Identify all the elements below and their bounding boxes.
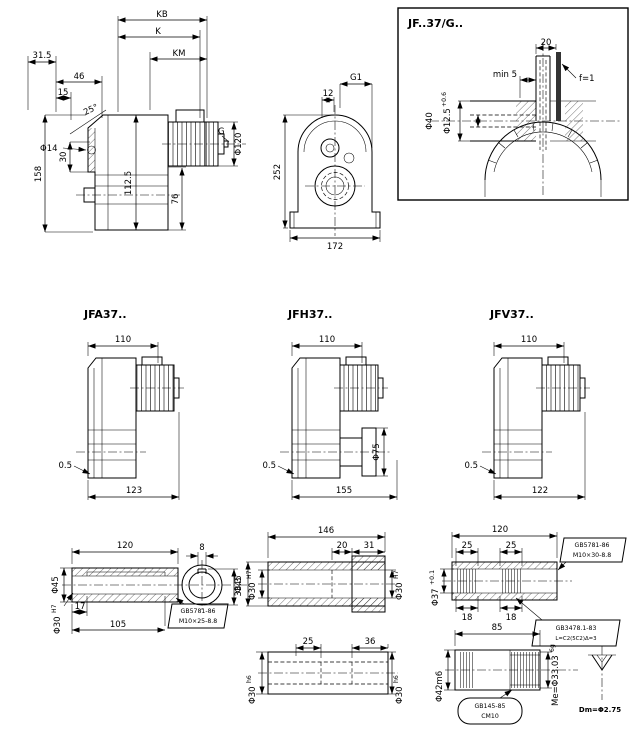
dim-g: G	[218, 127, 225, 137]
dim-phi30h6-h-left: Φ30	[248, 686, 258, 704]
flag-v-line1: GB5781-86	[575, 542, 610, 549]
dim-31-5: 31.5	[33, 51, 52, 61]
shaft-detail-h: 146 20 31 Φ30 H7 Φ45 Φ30 H7 25 36 Φ30 h6…	[234, 526, 405, 704]
dim-phi75-jfh: Φ75	[372, 443, 382, 461]
dim-155-jfh: 155	[336, 486, 352, 496]
dim-105-a: 105	[110, 620, 126, 630]
flag-a-line1: GB5781-86	[181, 608, 216, 615]
variant-label-jfh37: JFH37..	[287, 308, 332, 321]
dim-05-jfh: 0.5	[262, 461, 276, 471]
centre-hole-detail: Dm=Φ2.75	[579, 646, 621, 714]
dim-phi37-v-tol: +0.1	[429, 570, 436, 585]
dim-76: 76	[171, 194, 181, 205]
dim-158: 158	[34, 166, 44, 182]
dim-k: K	[155, 27, 161, 37]
dim-phi125-tol: +0.6	[441, 92, 448, 107]
variant-jfa37: JFA37.. 110 0.5 123	[58, 308, 184, 500]
dim-phi125: Φ12.5	[443, 108, 453, 134]
dim-33-3-a: 33.3	[234, 578, 244, 597]
dim-f1: f=1	[579, 74, 595, 84]
dim-min5: min 5	[493, 70, 517, 80]
variant-label-jfv37: JFV37..	[489, 308, 534, 321]
spline-flag-line1: GB3478.1-83	[556, 625, 597, 632]
bolt-flag-v: GB5781-86 M10×30-8.8	[557, 537, 627, 571]
dim-phi30h7-h-left: Φ30	[248, 582, 258, 600]
dim-phi30h7-h-right: Φ30	[395, 582, 405, 600]
dim-85-v: 85	[492, 623, 503, 633]
variant-label-jfa37: JFA37..	[83, 308, 127, 321]
dim-20-detail: 20	[541, 38, 552, 48]
dim-g1: G1	[350, 73, 362, 83]
detail-title: JF..37/G..	[407, 17, 463, 30]
dim-110-jfv: 110	[521, 335, 537, 345]
flag-v-line2: M10×30-8.8	[573, 552, 611, 559]
dim-phi30h7-h-right-tol: H7	[393, 570, 400, 579]
dim-36-h: 36	[365, 637, 376, 647]
dim-18a-v: 18	[462, 613, 473, 623]
dim-05-jfv: 0.5	[464, 461, 478, 471]
dim-252: 252	[273, 164, 283, 180]
dim-15: 15	[58, 88, 69, 98]
dim-25b-v: 25	[506, 541, 517, 551]
dim-20-h: 20	[337, 541, 348, 551]
dim-kb: KB	[156, 10, 168, 20]
dim-110-jfa: 110	[115, 335, 131, 345]
dim-phi37-v: Φ37	[431, 588, 441, 606]
dim-phi30h7-a: Φ30	[53, 616, 63, 634]
dim-phi40: Φ40	[425, 112, 435, 130]
dim-phi30h7-a-tol: H7	[51, 604, 58, 613]
dim-phi30h7-h-left-tol: H7	[246, 570, 253, 579]
dim-31-h: 31	[364, 541, 375, 551]
dim-phi14: Φ14	[40, 144, 58, 154]
dim-phi30h6-h-right: Φ30	[395, 686, 405, 704]
thread-box-line1: GB145-85	[475, 703, 506, 710]
dim-46: 46	[74, 72, 85, 82]
dim-phi45-a: Φ45	[51, 576, 61, 594]
dim-12: 12	[323, 89, 334, 99]
dim-phi120: Φ120	[234, 133, 244, 156]
shaft-detail-v: 120 25 25 GB5781-86 M10×30-8.8 Φ37 +0.1 …	[429, 525, 627, 725]
dim-25a-v: 25	[462, 541, 473, 551]
dim-122-jfv: 122	[532, 486, 548, 496]
thread-box-line2: CM10	[481, 713, 499, 720]
shaft-detail-a: 120 Φ45 Φ30 H7 8 33.3 17 105 GB5781-86 M…	[51, 541, 250, 634]
dim-110-jfh: 110	[319, 335, 335, 345]
gearmotor-side-view: KB K KM 31.5 46 15 25° Φ14 30 158 112.5 …	[27, 10, 246, 233]
dim-me-v: Me=Φ33.03	[551, 655, 561, 706]
dim-05-jfa: 0.5	[58, 461, 72, 471]
dim-phi30h6-h-right-tol: h6	[393, 675, 400, 683]
dim-phi30h6-h-left-tol: h6	[246, 675, 253, 683]
gearunit-front-view: 12 G1 252 172	[273, 73, 381, 252]
dim-18b-v: 18	[506, 613, 517, 623]
dim-phi42m6-v: Φ42m6	[435, 671, 445, 702]
thread-standard-box: GB145-85 CM10	[457, 689, 523, 725]
bolt-flag-a: GB5781-86 M10×25-8.8	[167, 597, 229, 629]
dim-17-a: 17	[75, 602, 86, 612]
dim-112-5: 112.5	[124, 171, 134, 195]
spline-flag-line2: L=C2(5C2)Δ=3	[555, 636, 596, 642]
dim-dm: Dm=Φ2.75	[579, 706, 621, 714]
dim-146-h: 146	[318, 526, 334, 536]
dim-172: 172	[327, 242, 343, 252]
dim-30: 30	[59, 152, 69, 163]
dim-me-v-tol: 6g	[549, 644, 556, 652]
dim-25-h: 25	[303, 637, 314, 647]
dim-120-a: 120	[117, 541, 133, 551]
variant-jfv37: JFV37.. 110 0.5 122	[464, 308, 590, 500]
shim-gauge	[556, 52, 561, 121]
spline-flag-v: GB3478.1-83 L=C2(5C2)Δ=3	[515, 597, 621, 647]
dim-8-a: 8	[199, 543, 204, 553]
dim-km: KM	[173, 49, 186, 59]
dim-phi45-h: Φ45	[234, 575, 244, 593]
dim-123-jfa: 123	[126, 486, 142, 496]
flag-a-line2: M10×25-8.8	[179, 618, 217, 625]
variant-jfh37: JFH37.. 110 Φ75 0.5 155	[262, 308, 398, 500]
dim-120-v: 120	[492, 525, 508, 535]
detail-box-jf37g: JF..37/G.. 20 min 5 f=1 Φ40 Φ12.5 +0.6	[397, 7, 629, 201]
